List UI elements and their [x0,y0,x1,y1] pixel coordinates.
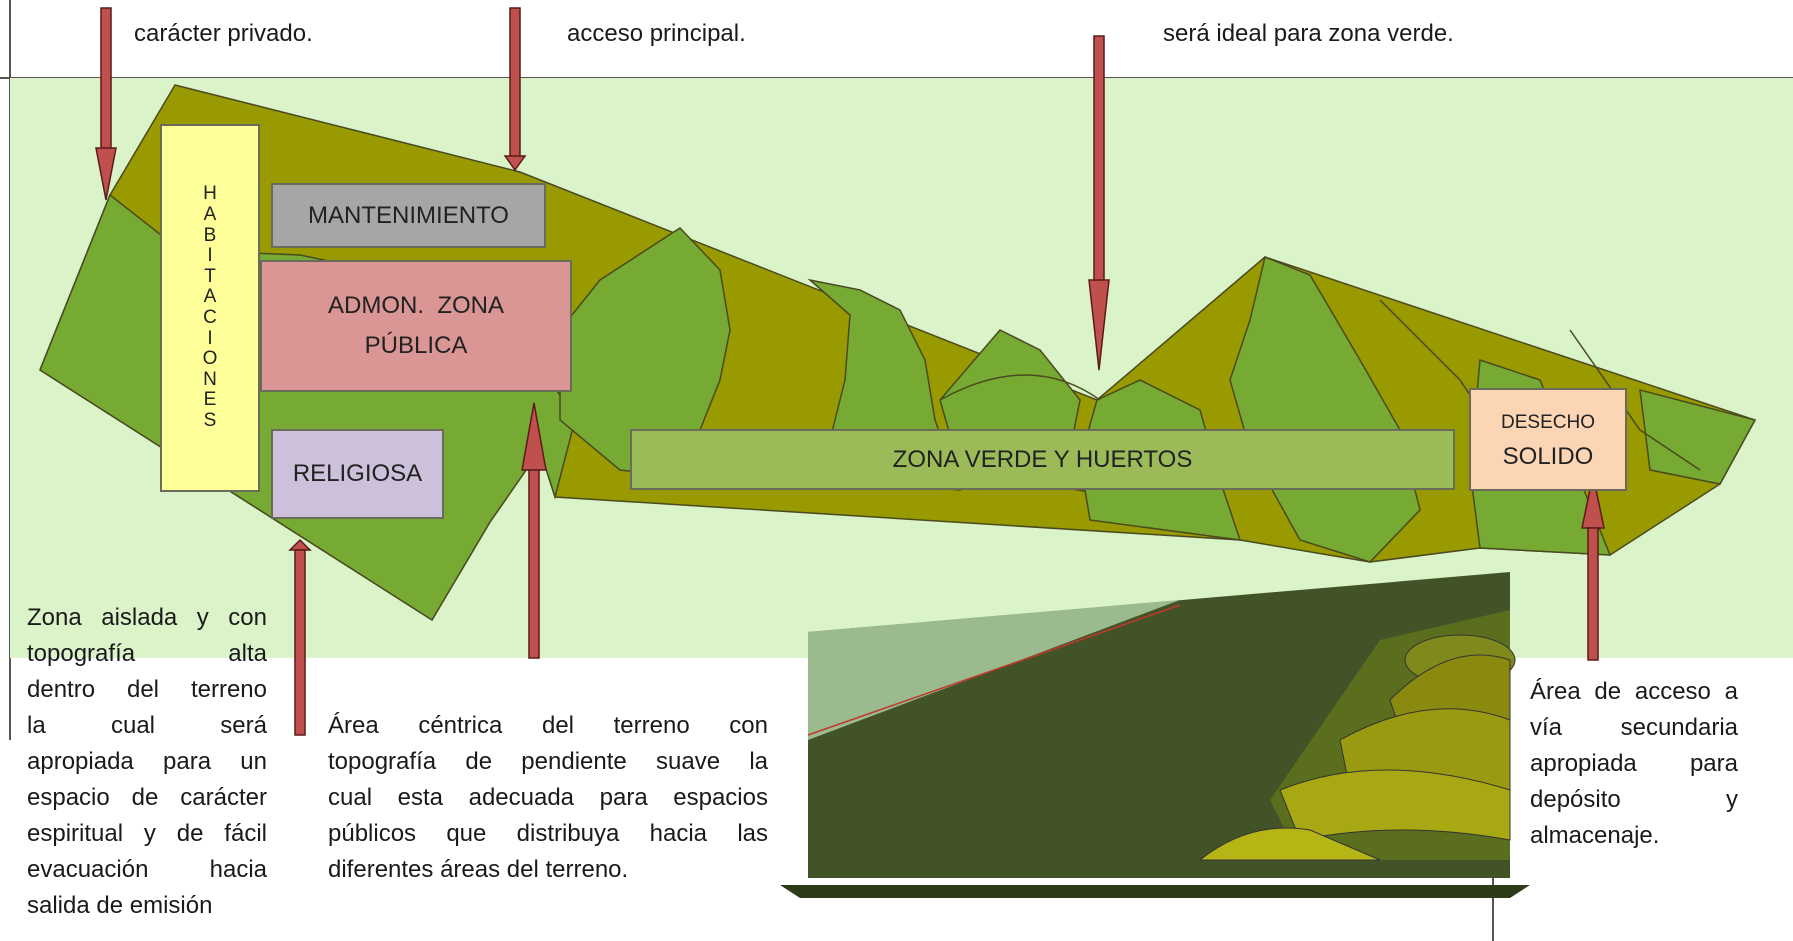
arrow-religiosa-up [288,538,312,736]
habitaciones-letter: B [203,224,217,246]
top-note-center: acceso principal. [567,20,746,47]
arrow-left-down [95,7,117,201]
arrow-right-down [1088,35,1110,371]
habitaciones-letter: N [203,368,217,390]
zona-verde-label: ZONA VERDE Y HUERTOS [892,445,1193,473]
habitaciones-letter: E [203,389,217,411]
habitaciones-letter: O [202,348,218,370]
top-note-right: será ideal para zona verde. [1163,20,1454,47]
note-line: Zona aislada y con [27,604,267,631]
desecho-label-line1: DESECHO [1501,411,1595,433]
terrain-band-east-4 [1639,388,1757,485]
note-line: apropiada para [1530,750,1738,777]
habitaciones-letter: C [203,307,217,328]
note-line: cual esta adecuada para espacios [328,784,768,811]
note-line: Área de acceso a [1530,678,1738,705]
terrain-contour [939,374,1101,401]
habitaciones-letter: I [207,327,213,349]
habitaciones-letter: S [203,409,217,431]
note-line: almacenaje. [1530,822,1660,849]
terrain-contour [1569,329,1701,471]
mantenimiento-label: MANTENIMIENTO [308,201,509,229]
habitaciones-letter: H [203,183,217,205]
admon-label-line2: PÚBLICA [364,332,468,359]
admon-zona-publica-zone: ADMON. ZONA PÚBLICA [260,260,572,392]
zona-verde-huertos-zone: ZONA VERDE Y HUERTOS [630,429,1455,490]
arrow-acceso-up [1581,474,1605,661]
note-line: espacio de carácter [27,784,267,811]
note-line: topografía de pendiente suave la [328,748,768,775]
habitaciones-letter: A [203,286,217,308]
note-line: vía secundaria [1530,714,1738,741]
top-note-left: carácter privado. [134,20,313,47]
admon-label-line1: ADMON. ZONA [327,292,504,319]
note-line: evacuación hacia [27,856,267,883]
habitaciones-letter: T [204,265,216,287]
habitaciones-letter: A [203,204,217,226]
note-line: Área céntrica del terreno con [328,712,768,739]
desecho-label-line2: SOLIDO [1502,442,1594,470]
note-line: apropiada para un [27,748,267,775]
religiosa-description: Zona aislada y con topografía alta dentro … [27,600,267,924]
arrow-group [95,7,1605,736]
note-line: topografía alta [27,640,267,667]
note-line: depósito y [1530,786,1738,813]
central-area-description: Área céntrica del terreno con topografía … [328,708,768,888]
arrow-central-up [521,402,547,659]
note-line: dentro del terreno [27,676,267,703]
habitaciones-letter: I [207,245,213,267]
religiosa-label: RELIGIOSA [292,460,423,487]
note-line: la cual será [27,712,267,739]
religiosa-zone: RELIGIOSA [271,429,444,519]
mantenimiento-zone: MANTENIMIENTO [271,183,546,248]
terrain-3d-inset [780,572,1530,898]
note-line: salida de emisión [27,892,213,919]
note-line: espiritual y de fácil [27,820,267,847]
arrow-center-down [503,7,527,172]
acceso-description: Área de acceso a vía secundaria apropiada … [1530,674,1738,854]
desecho-solido-zone: DESECHO SOLIDO [1469,388,1627,491]
note-line: diferentes áreas del terreno. [328,856,629,883]
note-line: públicos que distribuya hacia las [328,820,768,847]
